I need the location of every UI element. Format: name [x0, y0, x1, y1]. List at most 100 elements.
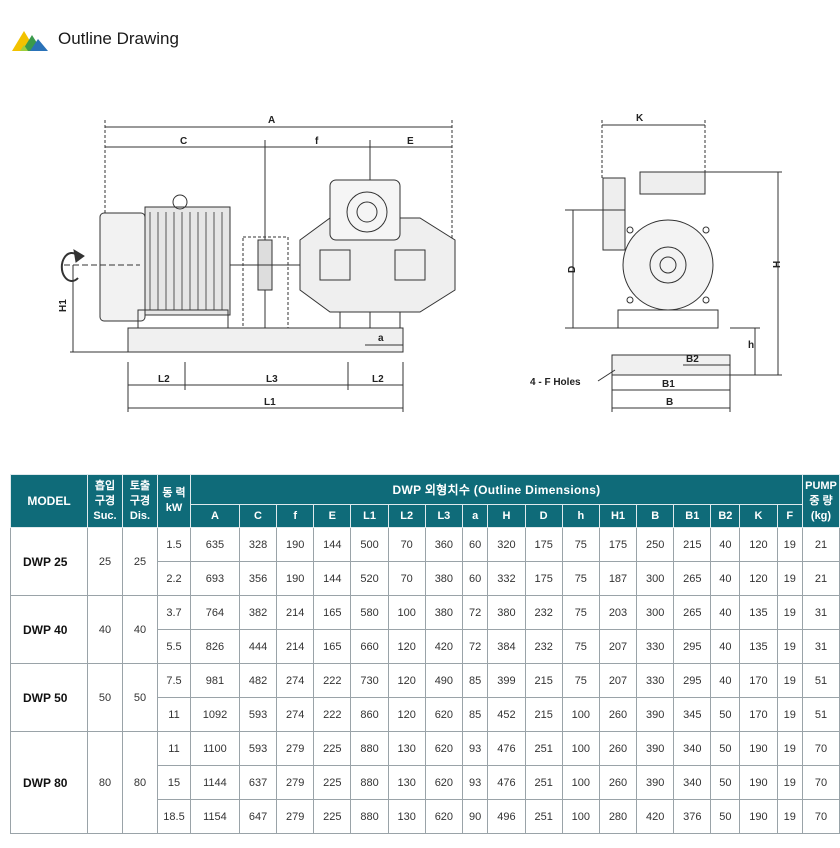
- dim-f: 19: [776, 527, 804, 562]
- dim-e: 225: [313, 799, 352, 834]
- dim-f: 274: [276, 663, 315, 698]
- header-dimensions-title: DWP 외형치수 (Outline Dimensions): [190, 474, 803, 505]
- dim-f: 19: [776, 663, 804, 698]
- dim-h: 100: [561, 731, 600, 766]
- dim-k: 190: [739, 765, 778, 800]
- dim-h1: 260: [598, 731, 638, 766]
- column-header-l1: L1: [350, 504, 389, 528]
- dim-k: 170: [739, 697, 778, 732]
- power-kw: 5.5: [157, 629, 191, 664]
- pump-weight: 70: [802, 765, 840, 800]
- dim-b1: 340: [673, 765, 712, 800]
- dim-a: 764: [190, 595, 240, 630]
- dim-h: 75: [561, 527, 600, 562]
- column-header-f: f: [276, 504, 315, 528]
- dim-l2: 120: [387, 697, 426, 732]
- dim-d: 215: [524, 663, 563, 698]
- dim-l2: 100: [387, 595, 426, 630]
- dim-l1: 880: [350, 731, 389, 766]
- dim-h: 476: [487, 765, 526, 800]
- header-suction-mid: 구경: [94, 494, 116, 507]
- pump-weight: 70: [802, 799, 840, 834]
- header-discharge: 토출 구경 Dis.: [122, 474, 158, 528]
- dim-a: 635: [190, 527, 240, 562]
- header-power-bot: kW: [165, 502, 183, 514]
- dim-f: 19: [776, 629, 804, 664]
- dim-a: 85: [461, 663, 489, 698]
- dim-h1: 203: [598, 595, 638, 630]
- dim-b: 330: [636, 663, 675, 698]
- dim-label-h1: H1: [58, 299, 69, 312]
- dim-b2: 40: [710, 595, 741, 630]
- dim-k: 135: [739, 629, 778, 664]
- dim-l1: 880: [350, 799, 389, 834]
- header-discharge-top: 토출: [129, 479, 151, 492]
- dim-a: 72: [461, 595, 489, 630]
- dim-h: 380: [487, 595, 526, 630]
- dim-b2: 40: [710, 527, 741, 562]
- dim-l2: 70: [387, 561, 426, 596]
- dim-c: 328: [238, 527, 278, 562]
- dim-l2: 130: [387, 731, 426, 766]
- column-header-c: C: [238, 504, 278, 528]
- dim-l1: 660: [350, 629, 389, 664]
- dim-l1: 860: [350, 697, 389, 732]
- column-header-f: F: [776, 504, 804, 528]
- header-suction-bot: Suc.: [93, 509, 117, 522]
- dim-label-a: a: [378, 333, 384, 344]
- discharge-size: 40: [122, 595, 158, 664]
- dim-d: 215: [524, 697, 563, 732]
- dim-l1: 580: [350, 595, 389, 630]
- dim-label-h: H: [772, 261, 783, 268]
- power-kw: 2.2: [157, 561, 191, 596]
- dim-e: 222: [313, 697, 352, 732]
- dim-f: 19: [776, 595, 804, 630]
- dim-e: 144: [313, 561, 352, 596]
- dim-b2: 40: [710, 663, 741, 698]
- model-name: DWP 25: [10, 527, 88, 596]
- dim-b1: 265: [673, 561, 712, 596]
- dim-h: 100: [561, 799, 600, 834]
- dim-k: 120: [739, 527, 778, 562]
- header-suction-top: 흡입: [94, 479, 116, 492]
- dim-f: 279: [276, 731, 315, 766]
- power-kw: 1.5: [157, 527, 191, 562]
- model-name: DWP 80: [10, 731, 88, 834]
- dim-label-a-total: A: [268, 115, 275, 126]
- dim-a: 60: [461, 527, 489, 562]
- header-suction: 흡입 구경 Suc.: [87, 474, 123, 528]
- header-discharge-bot: Dis.: [129, 509, 151, 522]
- dim-b2: 50: [710, 765, 741, 800]
- suction-size: 50: [87, 663, 123, 732]
- dim-label-f: f: [315, 136, 319, 147]
- pump-weight: 31: [802, 629, 840, 664]
- pump-weight: 51: [802, 663, 840, 698]
- dim-l2: 120: [387, 629, 426, 664]
- dim-label-l3: L3: [266, 374, 278, 385]
- dim-k: 190: [739, 799, 778, 834]
- dim-d: 232: [524, 629, 563, 664]
- dim-f: 190: [276, 527, 315, 562]
- dim-h: 476: [487, 731, 526, 766]
- dim-label-b1: B1: [662, 379, 675, 390]
- dim-h: 100: [561, 765, 600, 800]
- header-pump-weight: PUMP 중 량 (kg): [802, 474, 840, 528]
- dim-l3: 380: [424, 595, 463, 630]
- dim-e: 225: [313, 765, 352, 800]
- dim-l3: 380: [424, 561, 463, 596]
- triangle-logo-icon: [12, 31, 48, 51]
- column-header-b1: B1: [673, 504, 712, 528]
- dim-l3: 420: [424, 629, 463, 664]
- model-name: DWP 50: [10, 663, 88, 732]
- dim-k: 190: [739, 731, 778, 766]
- column-header-b: B: [636, 504, 675, 528]
- column-header-a: a: [461, 504, 489, 528]
- suction-size: 25: [87, 527, 123, 596]
- dim-f: 279: [276, 799, 315, 834]
- dim-e: 222: [313, 663, 352, 698]
- dim-f: 19: [776, 561, 804, 596]
- dim-f: 19: [776, 697, 804, 732]
